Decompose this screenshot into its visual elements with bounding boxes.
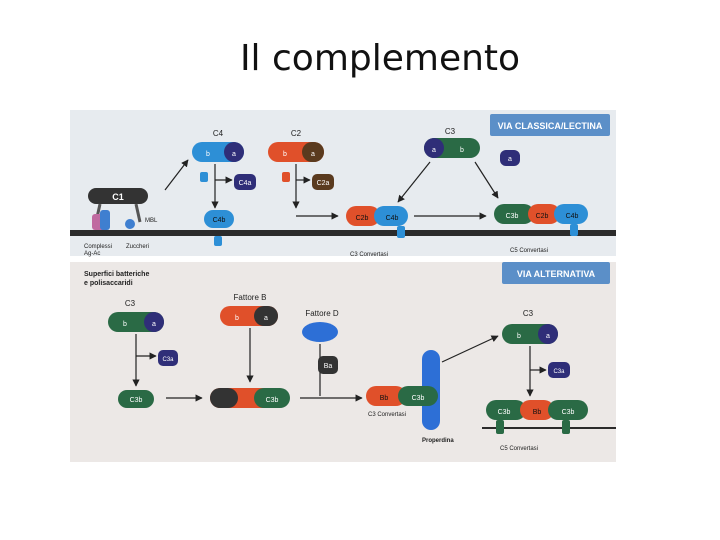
c3-label-classical: C3 bbox=[445, 127, 456, 136]
c3a-fragment-alt: C3a bbox=[158, 350, 178, 366]
c3a-fragment-classical: a bbox=[500, 150, 520, 166]
c2b-label-2: C2b bbox=[536, 213, 549, 220]
c4-protein: b a bbox=[192, 142, 244, 162]
factor-b-protein: b a bbox=[220, 306, 278, 326]
slide-title: Il complemento bbox=[239, 38, 521, 79]
svg-text:a: a bbox=[508, 156, 512, 163]
c5-convertase-alt-label: C5 Convertasi bbox=[500, 446, 538, 452]
classical-header-label: VIA CLASSICA/LECTINA bbox=[498, 121, 603, 131]
c3a-fragment-alt-right: C3a bbox=[548, 362, 570, 378]
c3-protein-alt: b a bbox=[108, 312, 164, 332]
sugars-label: Zuccheri bbox=[126, 244, 149, 250]
svg-text:b: b bbox=[517, 333, 521, 340]
c2-a: a bbox=[311, 151, 315, 158]
c3-a-classical: a bbox=[432, 147, 436, 154]
alternative-header-label: VIA ALTERNATIVA bbox=[517, 269, 596, 279]
c3-convertase-alt-label: C3 Convertasi bbox=[368, 412, 406, 418]
c3-label-alt-right: C3 bbox=[523, 309, 534, 318]
c4b-label-2: C4b bbox=[386, 215, 399, 222]
c2b-label: C2b bbox=[356, 215, 369, 222]
properdin-label: Properdina bbox=[422, 438, 454, 444]
svg-text:a: a bbox=[152, 321, 156, 328]
c2-b: b bbox=[283, 151, 287, 158]
svg-text:C3b: C3b bbox=[498, 409, 511, 416]
c3-convertase-classical-label: C3 Convertasi bbox=[350, 252, 388, 258]
c4a-label: C4a bbox=[239, 180, 252, 187]
svg-text:C3b: C3b bbox=[562, 409, 575, 416]
svg-text:a: a bbox=[546, 333, 550, 340]
c3-convertase-classical: C2b C4b bbox=[346, 206, 408, 238]
c5-convertase-alt: C3b Bb C3b bbox=[486, 400, 588, 434]
c4-label: C4 bbox=[213, 129, 224, 138]
c5-convertase-classical-label: C5 Convertasi bbox=[510, 248, 548, 254]
svg-text:Ba: Ba bbox=[324, 363, 333, 370]
c2a-label: C2a bbox=[317, 180, 330, 187]
factor-b-label: Fattore B bbox=[234, 293, 267, 302]
c3b-label-classical: C3b bbox=[506, 213, 519, 220]
c3-label-alt: C3 bbox=[125, 299, 136, 308]
c3b-alt: C3b bbox=[118, 390, 154, 408]
mbl-label: MBL bbox=[145, 218, 158, 224]
svg-text:b: b bbox=[123, 321, 127, 328]
c4b-label: C4b bbox=[213, 217, 226, 224]
alternative-panel bbox=[70, 262, 616, 462]
factor-d-label: Fattore D bbox=[305, 309, 339, 318]
c3-b-classical: b bbox=[460, 147, 464, 154]
c2-label: C2 bbox=[291, 129, 302, 138]
c2-protein: b a bbox=[268, 142, 324, 162]
c3b-factor-b-complex: C3b bbox=[210, 388, 290, 408]
svg-text:Bb: Bb bbox=[380, 395, 389, 402]
c3-protein-classical: a b bbox=[424, 138, 480, 158]
c3-protein-alt-right: b a bbox=[502, 324, 558, 344]
c3-convertase-alt: Bb C3b bbox=[366, 386, 438, 406]
svg-text:C3a: C3a bbox=[553, 369, 565, 375]
c5-convertase-classical: C3b C2b C4b bbox=[494, 204, 588, 236]
c1-label: C1 bbox=[112, 192, 124, 202]
factor-d-protein bbox=[302, 322, 338, 342]
c4a-fragment: C4a bbox=[234, 174, 256, 190]
c4-b: b bbox=[206, 151, 210, 158]
c4b-label-3: C4b bbox=[566, 213, 579, 220]
svg-text:b: b bbox=[235, 315, 239, 322]
c3b-label-alt: C3b bbox=[130, 397, 143, 404]
ba-fragment: Ba bbox=[318, 356, 338, 374]
svg-text:C3b: C3b bbox=[266, 397, 279, 404]
c4-a: a bbox=[232, 151, 236, 158]
svg-text:Bb: Bb bbox=[533, 409, 542, 416]
svg-text:C3b: C3b bbox=[412, 395, 425, 402]
svg-text:a: a bbox=[264, 315, 268, 322]
svg-text:C3a: C3a bbox=[162, 357, 174, 363]
membrane-classical bbox=[70, 230, 616, 236]
c2a-fragment: C2a bbox=[312, 174, 334, 190]
classical-header: VIA CLASSICA/LECTINA bbox=[490, 114, 610, 136]
c4b-bound: C4b bbox=[204, 210, 234, 246]
alternative-header: VIA ALTERNATIVA bbox=[502, 262, 610, 284]
c1-complex: C1 MBL bbox=[88, 188, 158, 230]
